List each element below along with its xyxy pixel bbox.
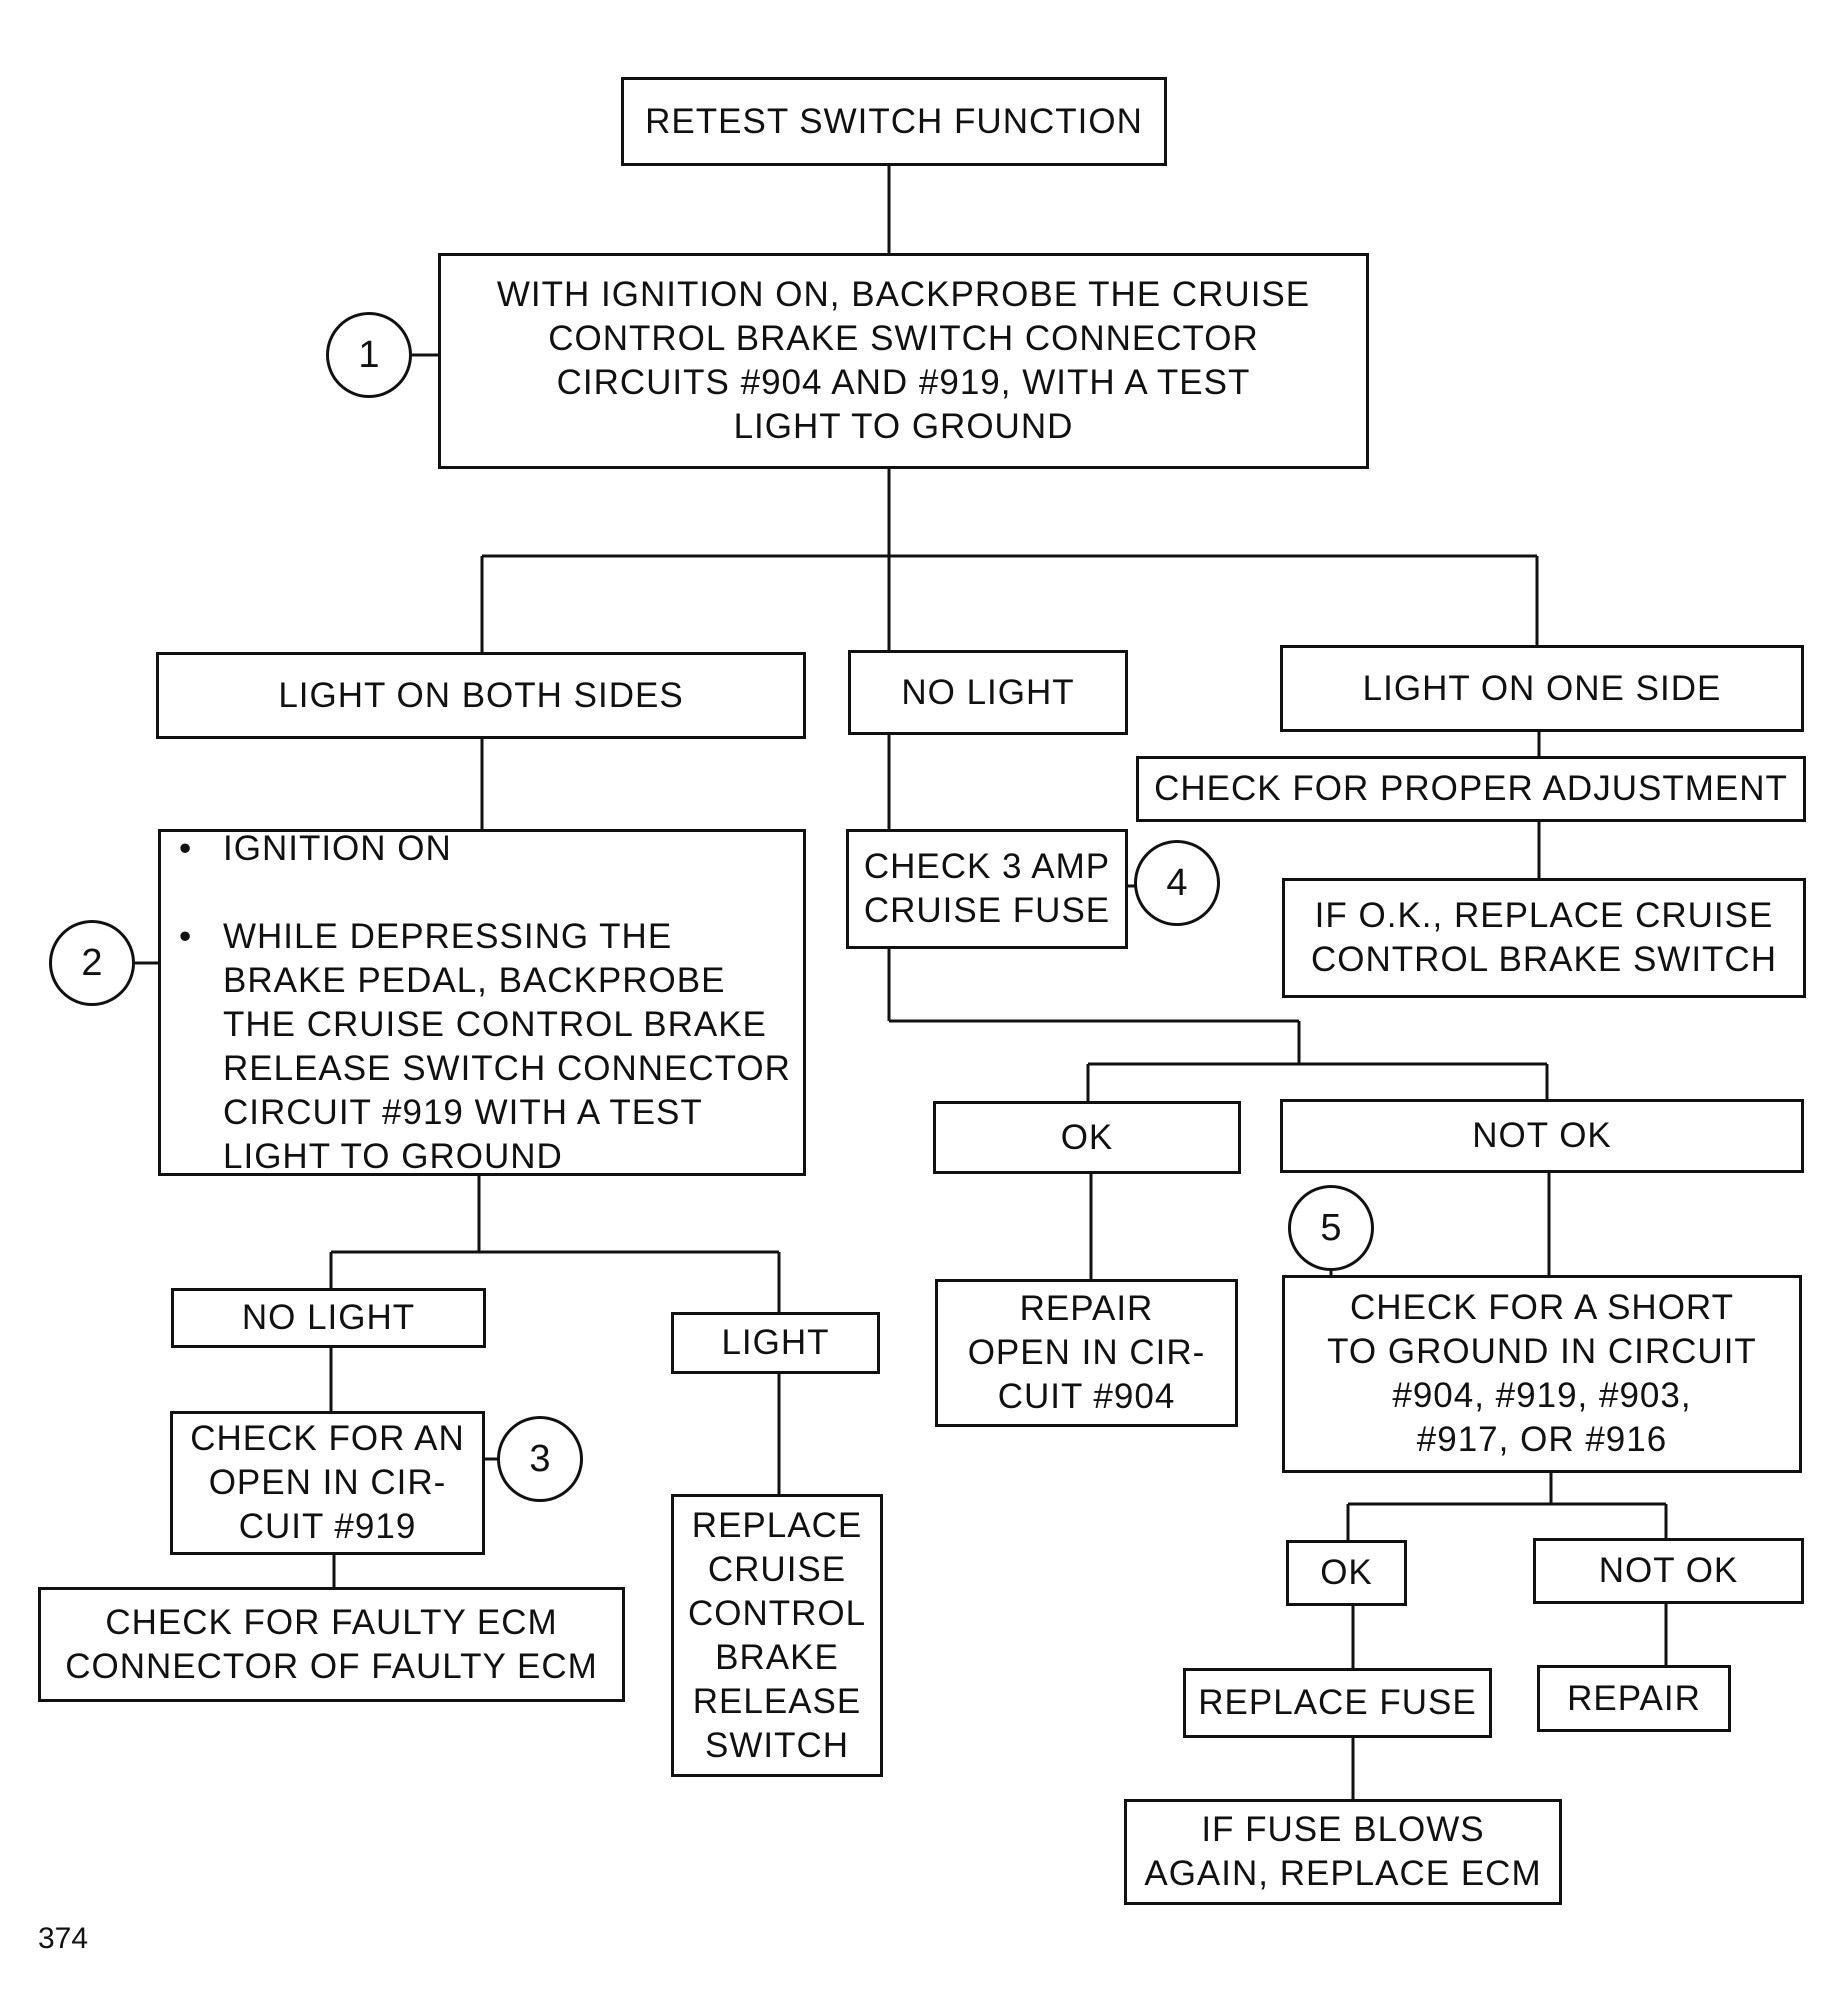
short-ok-box: OK [1286,1540,1407,1606]
step-3-marker: 3 [497,1416,583,1502]
repair-box: REPAIR [1537,1665,1731,1732]
release-switch-light-box: LIGHT [671,1312,880,1374]
replace-brake-switch-box: IF O.K., REPLACE CRUISE CONTROL BRAKE SW… [1282,878,1806,998]
replace-release-switch-box: REPLACE CRUISE CONTROL BRAKE RELEASE SWI… [671,1494,883,1777]
step-2-marker: 2 [49,920,135,1006]
step-2-bullet: IGNITION ON [179,827,791,871]
short-not-ok-box: NOT OK [1533,1538,1804,1604]
page-number: 374 [38,1922,89,1955]
fuse-not-ok-box: NOT OK [1280,1099,1804,1173]
step-2-bullet: WHILE DEPRESSING THE BRAKE PEDAL, BACKPR… [179,915,791,1179]
light-on-one-side-box: LIGHT ON ONE SIDE [1280,645,1804,732]
check-proper-adjustment-box: CHECK FOR PROPER ADJUSTMENT [1136,756,1806,822]
no-light-box: NO LIGHT [848,650,1128,735]
light-on-both-sides-box: LIGHT ON BOTH SIDES [156,652,806,739]
check-open-circuit-919-box: CHECK FOR AN OPEN IN CIR- CUIT #919 [170,1411,485,1555]
check-cruise-fuse-box: CHECK 3 AMP CRUISE FUSE [846,829,1128,949]
fuse-ok-box: OK [933,1101,1241,1174]
step-5-marker: 5 [1288,1185,1374,1271]
check-faulty-ecm-box: CHECK FOR FAULTY ECM CONNECTOR OF FAULTY… [38,1587,625,1702]
step-2-instructions: IGNITION ON WHILE DEPRESSING THE BRAKE P… [167,783,791,1223]
step-1-marker: 1 [326,312,412,398]
release-switch-no-light-box: NO LIGHT [171,1288,486,1348]
backprobe-brake-switch-box: WITH IGNITION ON, BACKPROBE THE CRUISE C… [438,253,1369,469]
check-short-to-ground-box: CHECK FOR A SHORT TO GROUND IN CIRCUIT #… [1282,1275,1802,1473]
replace-fuse-box: REPLACE FUSE [1183,1668,1492,1738]
backprobe-release-switch-box: IGNITION ON WHILE DEPRESSING THE BRAKE P… [158,827,806,1176]
fuse-blows-replace-ecm-box: IF FUSE BLOWS AGAIN, REPLACE ECM [1124,1799,1562,1905]
retest-switch-function-box: RETEST SWITCH FUNCTION [621,77,1167,166]
repair-open-circuit-904-box: REPAIR OPEN IN CIR- CUIT #904 [935,1279,1238,1427]
step-4-marker: 4 [1134,840,1220,926]
